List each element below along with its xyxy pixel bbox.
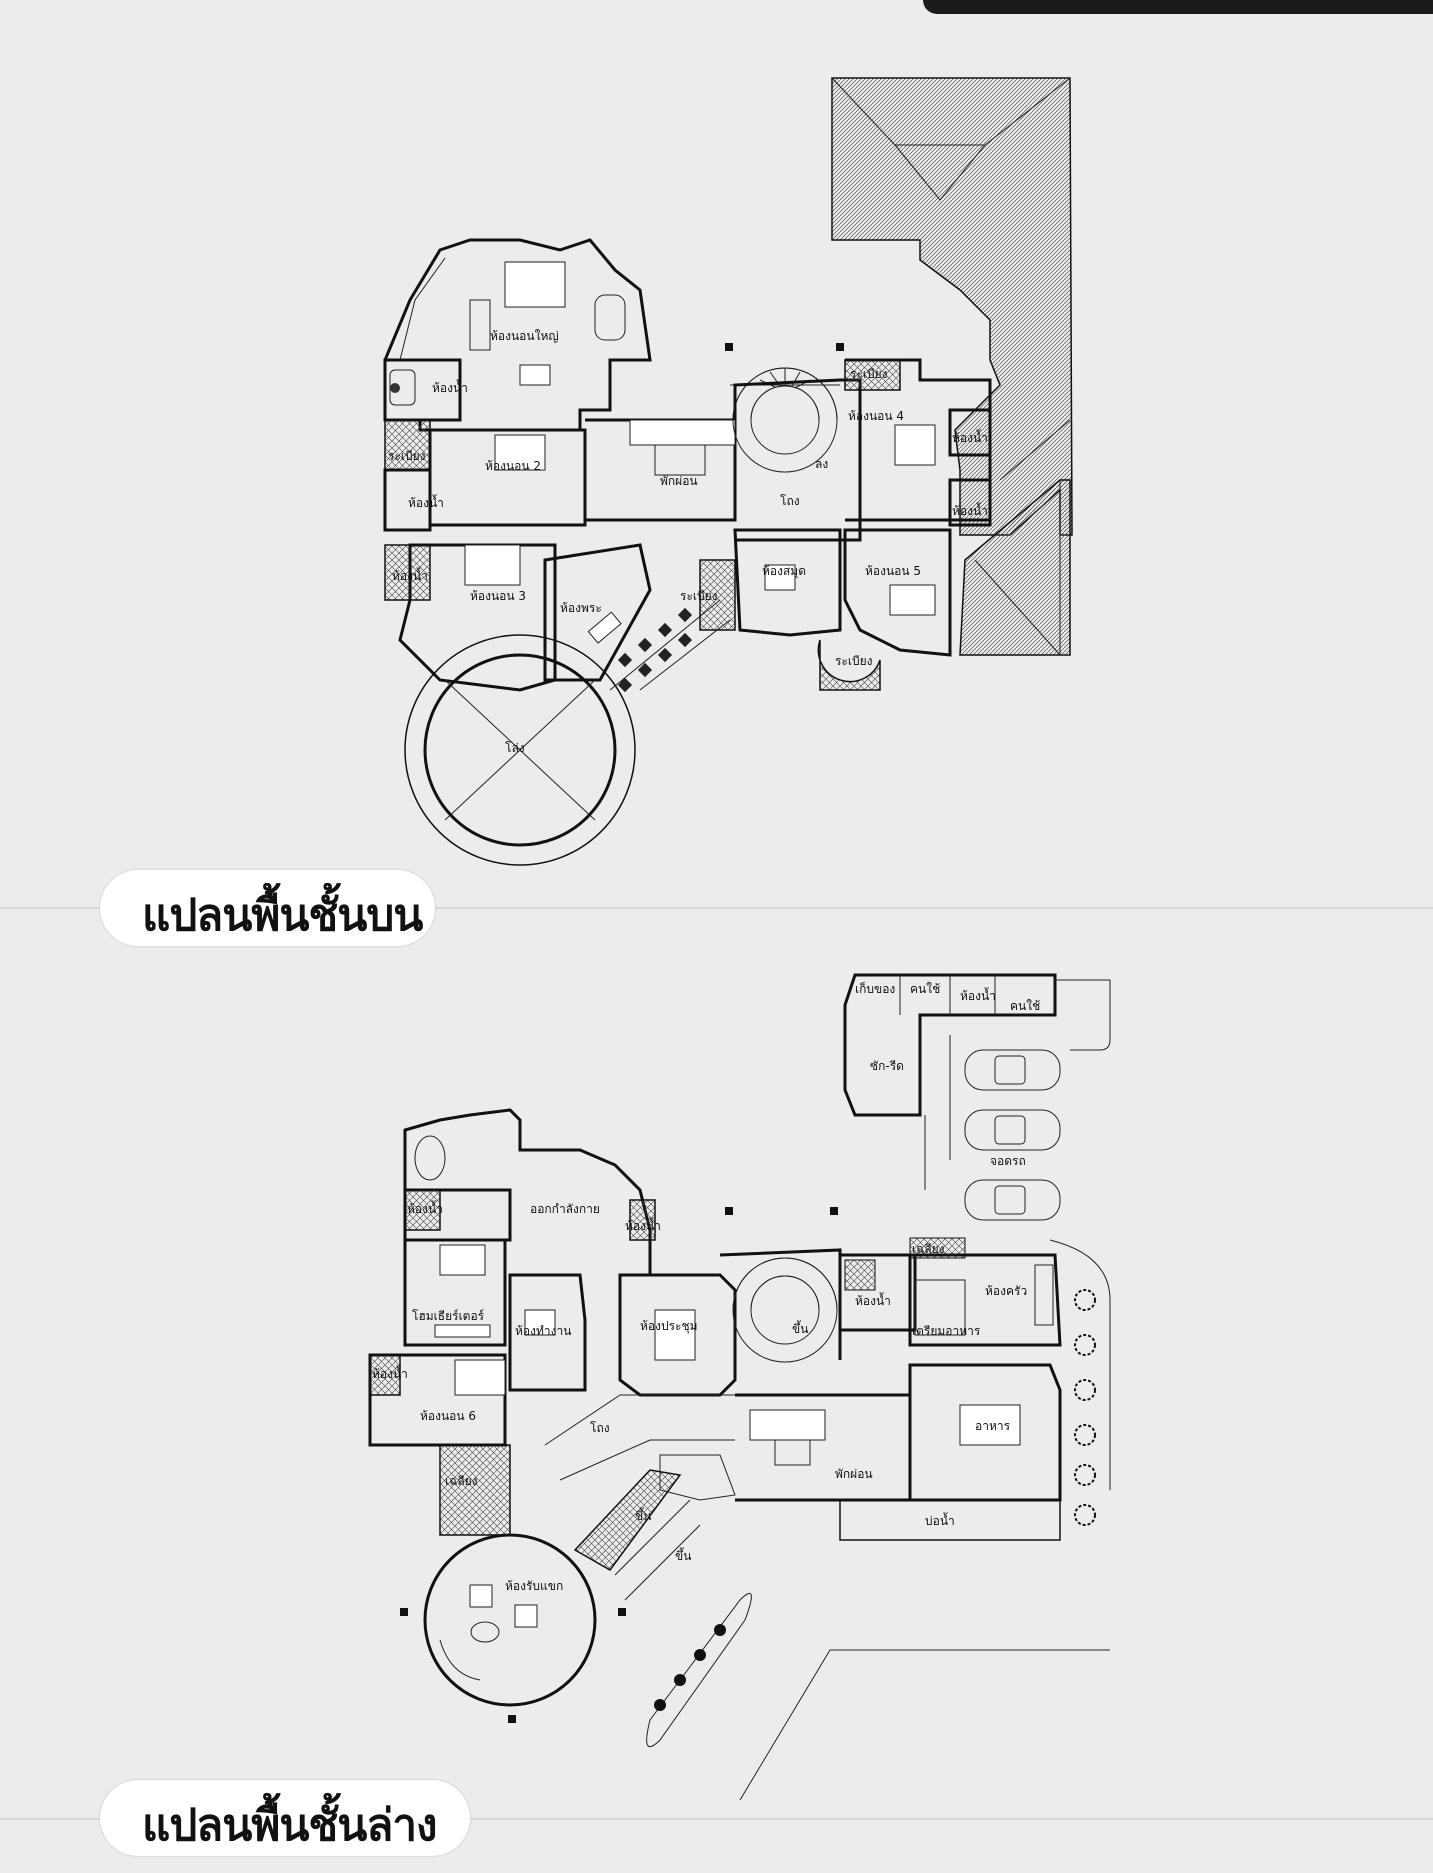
landscape-trees — [646, 1592, 752, 1748]
lower-floor-plan: เก็บของ คนใช้ ห้องน้ำ คนใช้ ซัก-รีด จอดร… — [368, 973, 1111, 1801]
room-label-bath-3: ห้องน้ำ — [392, 567, 428, 583]
page-corner-tab — [923, 0, 1433, 14]
room-label-bedroom-6: ห้องนอน 6 — [420, 1409, 476, 1423]
void-circle — [404, 634, 636, 866]
room-label-bedroom-4: ห้องนอน 4 — [848, 409, 904, 423]
section-divider — [0, 907, 1433, 909]
roof-area — [831, 77, 1073, 656]
room-label-parking: จอดรถ — [990, 1154, 1026, 1168]
room-label-entry-step: ขึ้น — [675, 1547, 691, 1563]
room-label-bath-4: ห้องน้ำ — [372, 1365, 408, 1381]
room-label-living: พักผ่อน — [660, 474, 698, 488]
room-label-balcony-3: ระเบียง — [850, 367, 888, 381]
room-label-terrace-k: เฉลียง — [912, 1242, 945, 1256]
room-label-library: ห้องสมุด — [762, 564, 806, 579]
lower-floor-caption: แปลนพื้นชั้นล่าง — [100, 1780, 470, 1856]
room-label-bath-1: ห้องน้ำ — [407, 1200, 443, 1216]
room-label-living: พักผ่อน — [835, 1467, 873, 1481]
room-label-bath-s: ห้องน้ำ — [960, 987, 996, 1003]
room-label-pond: บ่อน้ำ — [925, 1512, 955, 1528]
upper-floor-title: แปลนพื้นชั้นบน — [142, 890, 423, 941]
spiral-stair-lower — [732, 1257, 838, 1363]
parked-cars — [964, 1049, 1061, 1221]
room-label-hall: โถง — [590, 1421, 610, 1435]
room-label-bedroom-5: ห้องนอน 5 — [865, 564, 921, 578]
room-label-meeting: ห้องประชุม — [640, 1319, 698, 1334]
room-label-master-bedroom: ห้องนอนใหญ่ — [490, 329, 559, 343]
room-label-void: โล่ง — [505, 741, 525, 755]
section-divider-bottom — [0, 1818, 1433, 1820]
room-label-stair-up: ขึ้น — [792, 1320, 808, 1336]
walkway-steps — [617, 607, 693, 693]
room-label-bath-4: ห้องน้ำ — [952, 429, 988, 445]
room-label-terrace: เฉลียง — [445, 1474, 478, 1488]
room-label-maid-2: คนใช้ — [1010, 999, 1040, 1013]
trees-right — [1074, 1289, 1096, 1526]
upper-floor-plan: ห้องนอนใหญ่ ห้องน้ำ ระเบียง ห้องนอน 2 ห้… — [383, 77, 1073, 866]
lower-floor-title: แปลนพื้นชั้นล่าง — [142, 1800, 438, 1851]
room-label-bath-5: ห้องน้ำ — [952, 502, 988, 518]
room-label-home-theater: โฮมเธียร์เตอร์ — [412, 1309, 485, 1323]
room-label-maid-1: คนใช้ — [910, 982, 940, 996]
room-label-hall: โถง — [780, 494, 800, 508]
room-label-stair-down: ลง — [815, 457, 828, 471]
room-label-work-room: ห้องทำงาน — [515, 1324, 571, 1338]
room-label-shrine: ห้องพระ — [560, 601, 602, 615]
room-label-prep: เตรียมอาหาร — [912, 1324, 981, 1338]
room-label-bath-2: ห้องน้ำ — [625, 1217, 661, 1233]
room-label-balcony-2: ระเบียง — [680, 589, 718, 603]
room-label-laundry: ซัก-รีด — [870, 1059, 904, 1073]
room-label-kitchen: ห้องครัว — [985, 1284, 1027, 1298]
room-label-balcony-1: ระเบียง — [388, 449, 426, 463]
room-label-reception: ห้องรับแขก — [505, 1579, 563, 1593]
room-label-balcony-4: ระเบียง — [835, 654, 873, 668]
upper-floor-caption: แปลนพื้นชั้นบน — [100, 870, 435, 946]
room-label-gym: ออกกำลังกาย — [530, 1202, 600, 1216]
reception-circle — [423, 1533, 597, 1707]
room-label-bath-1: ห้องน้ำ — [432, 379, 468, 395]
room-label-stair-up-2: ขึ้น — [635, 1507, 651, 1523]
room-label-dining: อาหาร — [975, 1419, 1011, 1433]
room-label-bedroom-3: ห้องนอน 3 — [470, 589, 526, 603]
room-label-bath-2: ห้องน้ำ — [408, 494, 444, 510]
room-label-bath-3: ห้องน้ำ — [855, 1292, 891, 1308]
room-label-storage: เก็บของ — [855, 981, 895, 996]
room-label-bedroom-2: ห้องนอน 2 — [485, 459, 541, 473]
